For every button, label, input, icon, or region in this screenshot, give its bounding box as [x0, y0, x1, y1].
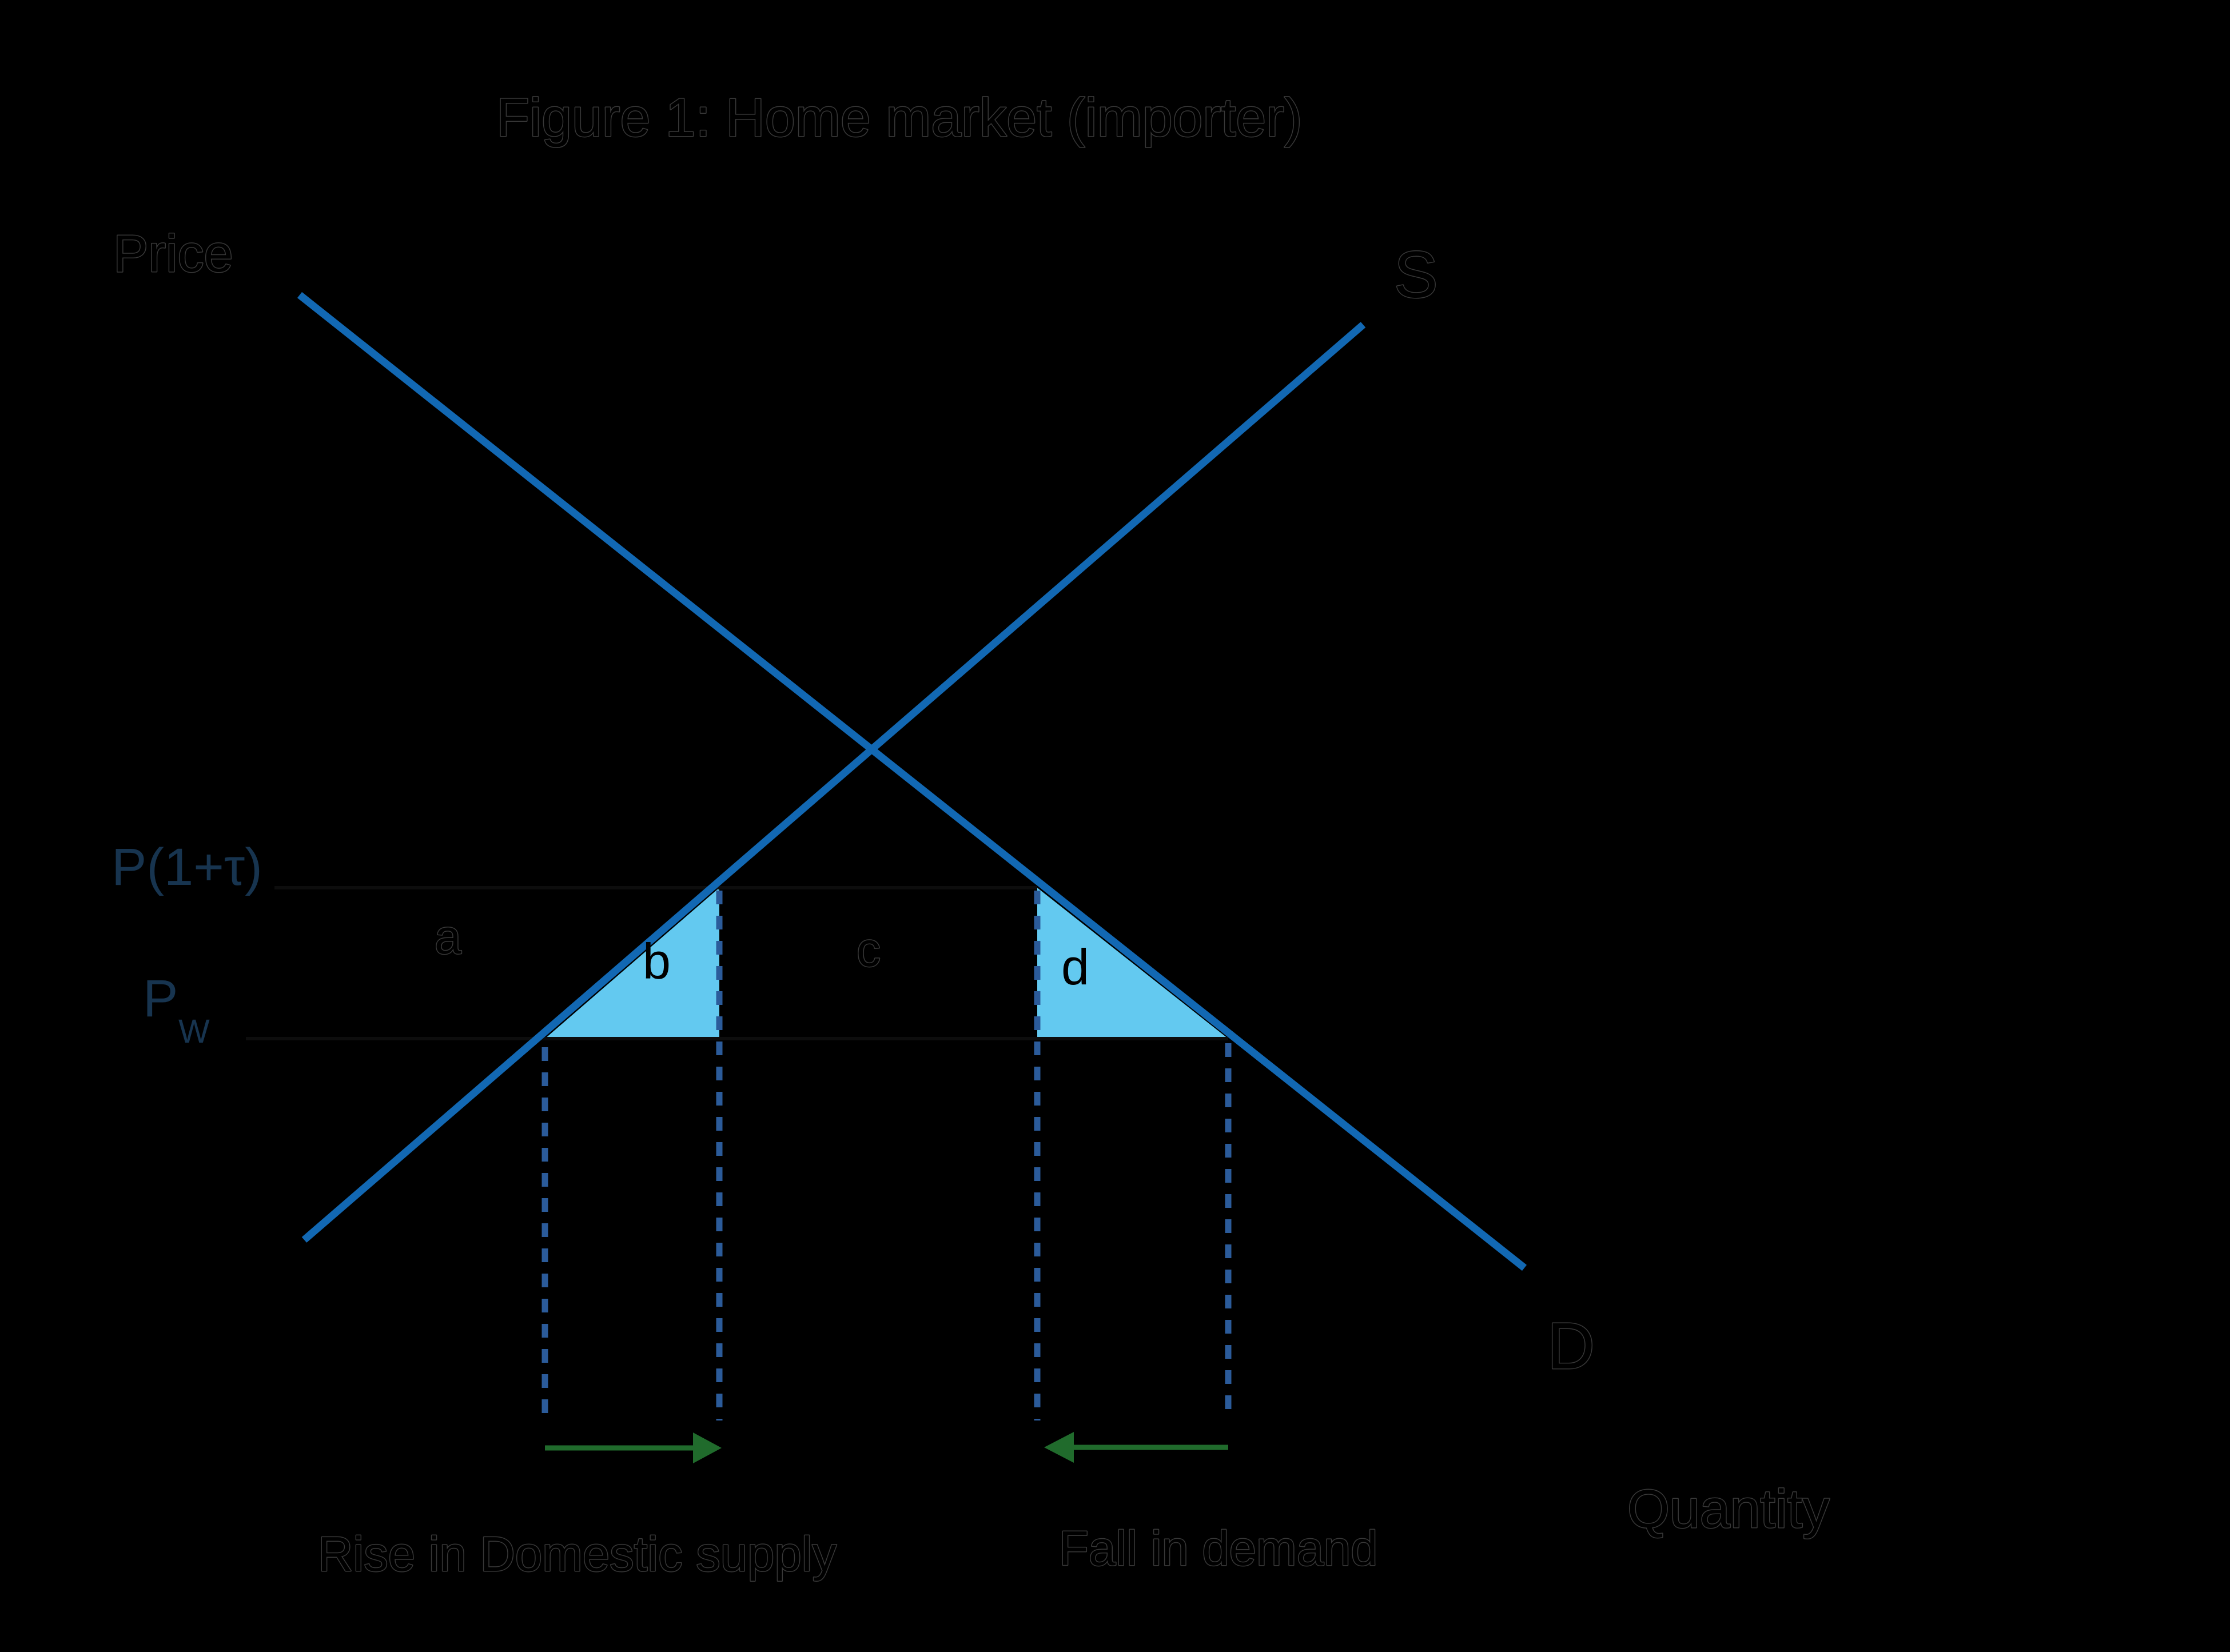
supply-curve — [301, 322, 1366, 1243]
deadweight-triangle-d — [1037, 888, 1228, 1039]
price-tariff-label: P(1+τ) — [112, 838, 262, 896]
demand-curve-label: D — [1547, 1310, 1595, 1383]
region-d-label: d — [1061, 939, 1089, 995]
demand-shift-label: Fall in demand — [1059, 1522, 1378, 1576]
demand-shift-arrow-head — [1044, 1432, 1074, 1463]
figure-title: Figure 1: Home market (importer) — [496, 87, 1303, 148]
region-a-label: a — [435, 910, 461, 964]
region-c-label: c — [857, 923, 881, 976]
deadweight-triangle-b — [545, 888, 719, 1039]
supply-curve-label: S — [1394, 238, 1438, 312]
price-world-subscript: W — [178, 1013, 210, 1050]
price-world-label: P — [143, 969, 178, 1028]
x-axis-label: Quantity — [1627, 1479, 1830, 1539]
demand-curve — [297, 292, 1527, 1271]
supply-shift-arrow-head — [693, 1432, 722, 1463]
region-b-label: b — [643, 933, 671, 989]
y-axis-label: Price — [113, 225, 233, 283]
supply-shift-label: Rise in Domestic supply — [318, 1527, 837, 1582]
